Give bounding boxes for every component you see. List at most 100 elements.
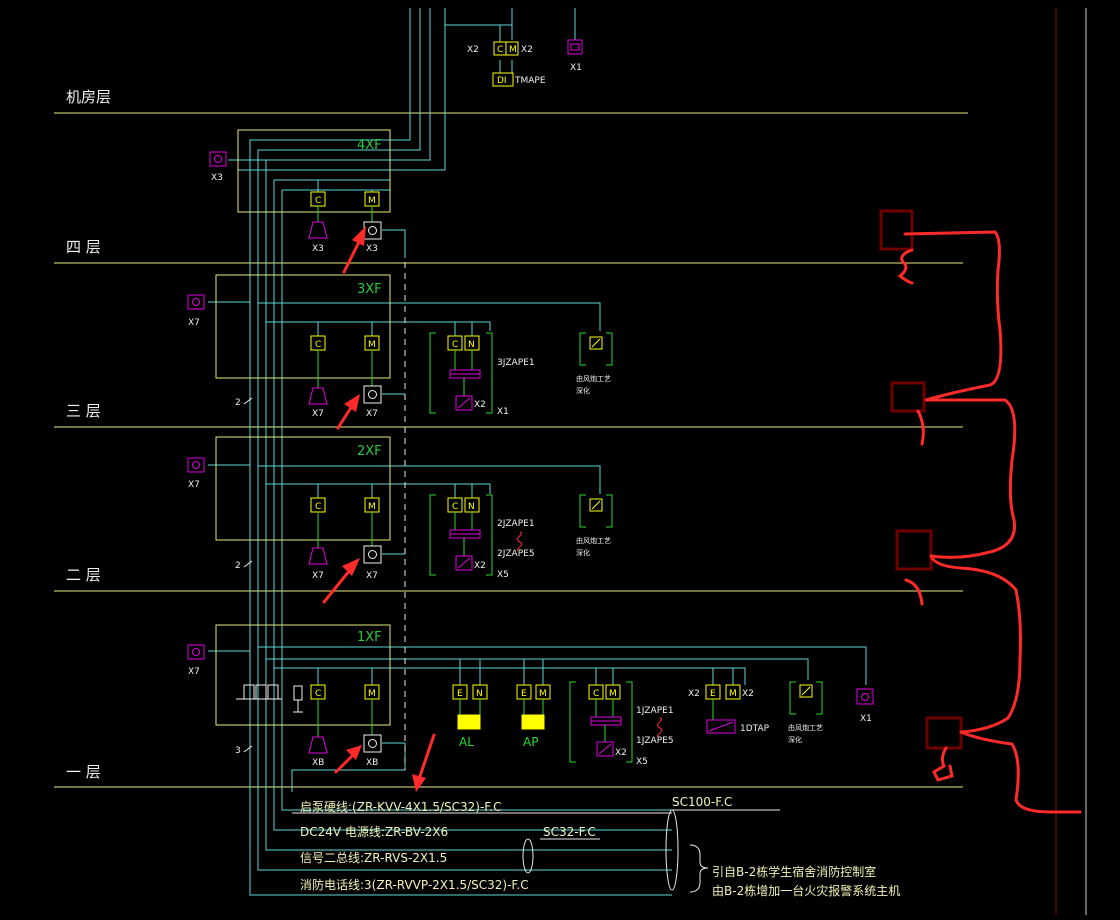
dtap-e-label: E xyxy=(710,689,716,699)
legend-sc100: SC100-F.C xyxy=(672,795,732,809)
source-note-2: 由B-2栋增加一台火灾报警系统主机 xyxy=(712,883,900,898)
dtap-x2-right: X2 xyxy=(742,689,754,699)
al-n-label: N xyxy=(476,689,483,699)
fan-groups xyxy=(579,332,823,715)
source-note-1: 引自B-2栋学生宿舍消防控制室 xyxy=(712,864,876,879)
dtap-m-label: M xyxy=(729,689,737,699)
top-m-label: M xyxy=(509,45,517,55)
module-c-2f: C xyxy=(315,502,321,512)
riser-count-1f: 3 xyxy=(235,746,241,756)
riser-bus xyxy=(208,8,867,896)
module-m-4f: M xyxy=(368,196,376,206)
al-e-label: E xyxy=(457,689,463,699)
zone-label-2xf: 2XF xyxy=(357,444,382,459)
count-xb-detector-1f: XB xyxy=(366,758,378,768)
ape-m-1f: M xyxy=(609,689,617,699)
riser-count-2f: 2 xyxy=(235,561,241,571)
top-di-module: DI xyxy=(497,76,507,86)
zone-boxes xyxy=(215,129,391,726)
floor-label-1: 一 层 xyxy=(66,763,101,781)
red-markup xyxy=(879,209,1082,814)
floor-label-machine-room: 机房层 xyxy=(66,88,111,106)
ape-x2-1f: X2 xyxy=(615,748,627,758)
legend-fire-phone: 消防电话线:3(ZR-RVVP-2X1.5/SC32)-F.C xyxy=(300,877,529,892)
count-x7-speaker-3f: X7 xyxy=(312,409,324,419)
floor-lines xyxy=(54,112,968,788)
top-c-label: C xyxy=(497,45,503,55)
ape-x5-1f: X5 xyxy=(636,757,648,767)
ape-label-2f-a: 2JZAPE1 xyxy=(497,519,535,529)
count-x3-speaker-4f: X3 xyxy=(312,244,324,254)
module-c-3f: C xyxy=(315,340,321,350)
dtap-label: 1DTAP xyxy=(740,724,770,734)
ape-n-3f: N xyxy=(468,340,475,350)
zone-label-1xf: 1XF xyxy=(357,630,382,645)
fan-note-2f-l2: 深化 xyxy=(576,548,590,557)
red-annotation-arrows xyxy=(322,226,436,792)
module-m-1f: M xyxy=(368,689,376,699)
ape-c-2f: C xyxy=(452,502,458,512)
fan-note-2f-l1: 由风炮工艺 xyxy=(576,536,611,545)
floor-label-3: 三 层 xyxy=(66,402,101,420)
ape-label-1f-a: 1JZAPE1 xyxy=(636,706,674,716)
drawing-frame xyxy=(1055,8,1087,915)
legend-dc24v: DC24V 电源线:ZR-BV-2X6 xyxy=(300,825,448,839)
ape-label-1f-b: 1JZAPE5 xyxy=(636,736,674,746)
ape-x5-2f: X5 xyxy=(497,570,509,580)
fan-note-3f-l1: 由风炮工艺 xyxy=(576,374,611,383)
count-x7-left-2f: X7 xyxy=(188,480,200,490)
terminal-symbols-1f xyxy=(236,684,303,713)
count-x3-detector-4f: X3 xyxy=(366,244,378,254)
dtap-x2-left: X2 xyxy=(688,689,700,699)
module-c-1f: C xyxy=(315,689,321,699)
floor-label-4: 四 层 xyxy=(66,238,101,256)
ape-c-1f: C xyxy=(593,689,599,699)
ape-modules xyxy=(429,332,633,763)
ape-c-3f: C xyxy=(452,340,458,350)
top-modules xyxy=(492,39,583,87)
fan-note-1f-l2: 深化 xyxy=(788,735,802,744)
ape-n-2f: N xyxy=(468,502,475,512)
ape-x1-3f: X1 xyxy=(497,407,509,417)
panel-ap-label: AP xyxy=(523,735,538,749)
top-x1: X1 xyxy=(570,63,582,73)
riser-count-3f: 2 xyxy=(235,398,241,408)
legend-signal-bus: 信号二总线:ZR-RVS-2X1.5 xyxy=(300,851,447,865)
wave-mark-2f xyxy=(516,531,523,552)
count-x3-left-4f: X3 xyxy=(211,173,223,183)
dtap-group xyxy=(705,684,874,734)
panel-al-label: AL xyxy=(459,735,474,749)
legend-start-pump: 启泵硬线:(ZR-KVV-4X1.5/SC32)-F.C xyxy=(300,800,501,814)
left-side-devices xyxy=(187,151,227,660)
count-x7-left-3f: X7 xyxy=(188,318,200,328)
top-tmape: TMAPE xyxy=(514,76,546,86)
al-ap-panels xyxy=(452,684,551,730)
ape-label-2f-b: 2JZAPE5 xyxy=(497,549,535,559)
count-x7-detector-3f: X7 xyxy=(366,409,378,419)
count-xb-speaker-1f: XB xyxy=(312,758,324,768)
dtap-x1: X1 xyxy=(860,714,872,724)
ap-e-label: E xyxy=(521,689,527,699)
zone-label-4xf: 4XF xyxy=(357,138,382,153)
count-x7-left-1f: X7 xyxy=(188,667,200,677)
count-x7-speaker-2f: X7 xyxy=(312,571,324,581)
module-c-4f: C xyxy=(315,196,321,206)
ape-x2-2f: X2 xyxy=(474,561,486,571)
legend-sc32: SC32-F.C xyxy=(543,825,596,839)
fan-note-3f-l2: 深化 xyxy=(576,386,590,395)
module-stacks xyxy=(308,191,382,754)
top-x2-left: X2 xyxy=(467,45,479,55)
count-x7-detector-2f: X7 xyxy=(366,571,378,581)
module-m-2f: M xyxy=(368,502,376,512)
fan-note-1f-l1: 由风炮工艺 xyxy=(788,723,823,732)
cable-legend-lines xyxy=(292,809,780,893)
zone-label-3xf: 3XF xyxy=(357,282,382,297)
ap-m-label: M xyxy=(539,689,547,699)
floor-label-2: 二 层 xyxy=(66,566,101,584)
ape-x2-3f: X2 xyxy=(474,400,486,410)
ape-label-3f: 3JZAPE1 xyxy=(497,358,535,368)
wave-mark-1f xyxy=(656,717,663,738)
module-m-3f: M xyxy=(368,340,376,350)
